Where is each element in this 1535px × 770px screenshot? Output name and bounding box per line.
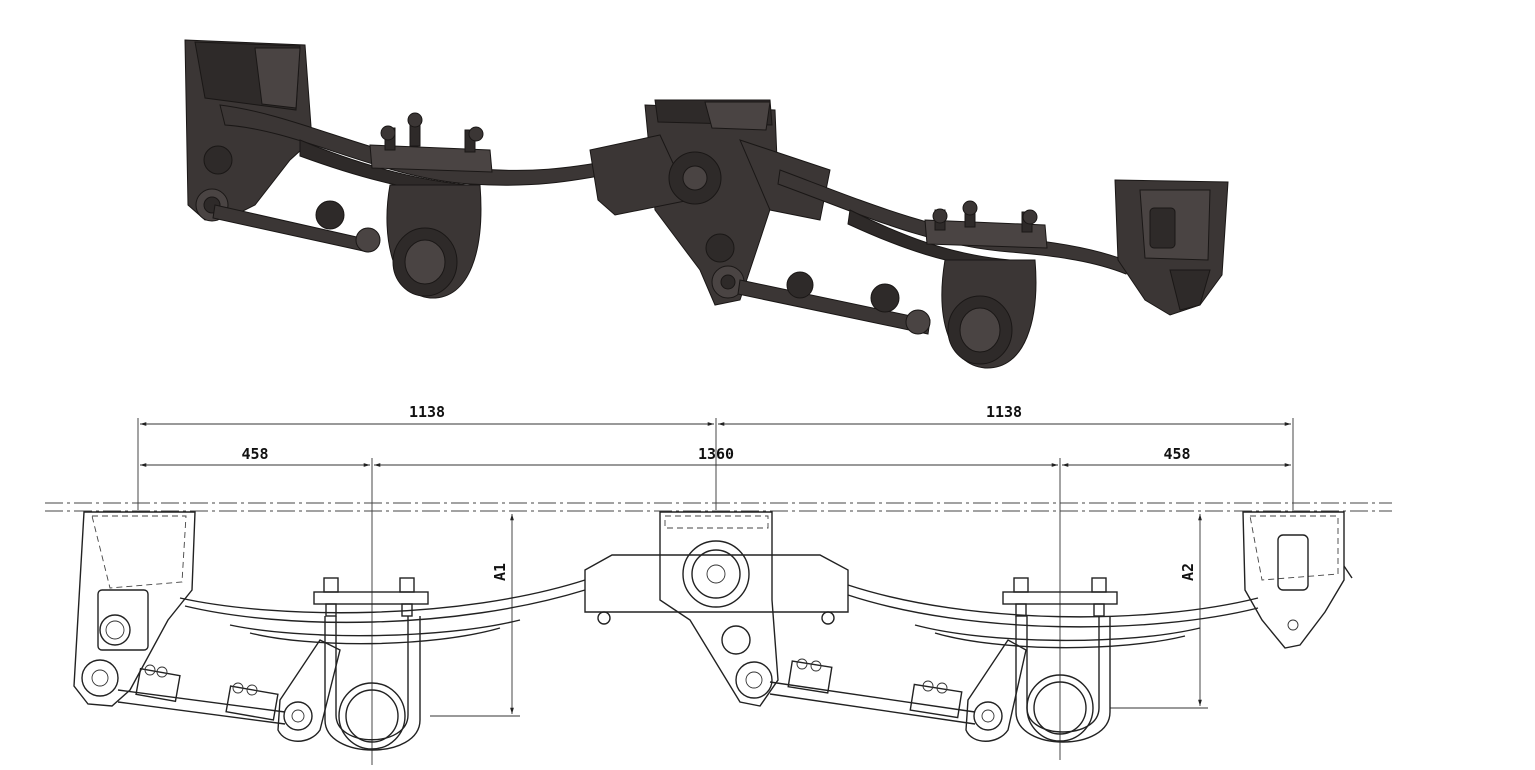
rear-axle-seat-drawing <box>965 577 1118 743</box>
rear-torque-rod-drawing <box>769 658 976 725</box>
front-torque-rod-3d <box>212 200 381 253</box>
equalizer-hanger-3d <box>589 99 831 306</box>
dim-right-span: 1138 <box>986 403 1022 421</box>
rear-leaf-spring-drawing <box>847 584 1259 649</box>
front-leaf-spring-drawing <box>179 579 586 645</box>
front-axle-seat-drawing <box>277 577 429 751</box>
dim-left-offset: 458 <box>241 445 268 463</box>
rear-hanger-drawing <box>1242 511 1353 649</box>
rear-torque-rod-3d <box>737 271 931 335</box>
dim-middle-span: 1360 <box>698 445 734 463</box>
front-axle-seat-3d <box>369 112 493 299</box>
suspension-3d-render <box>184 39 1229 369</box>
rear-axle-seat-3d <box>924 200 1048 369</box>
front-torque-rod-drawing <box>117 664 286 725</box>
front-hanger-3d <box>184 39 313 222</box>
rear-hanger-3d <box>1114 179 1229 316</box>
equalizer-hanger-drawing <box>584 511 849 707</box>
dim-height-right: A2 <box>1179 563 1197 581</box>
front-hanger-drawing <box>73 511 196 707</box>
dim-left-span: 1138 <box>409 403 445 421</box>
dimension-lines: 1138 1138 458 1360 458 A1 A2 <box>137 403 1294 765</box>
frame-rail-lines <box>45 502 1392 512</box>
dim-height-left: A1 <box>491 563 509 581</box>
dim-right-offset: 458 <box>1163 445 1190 463</box>
